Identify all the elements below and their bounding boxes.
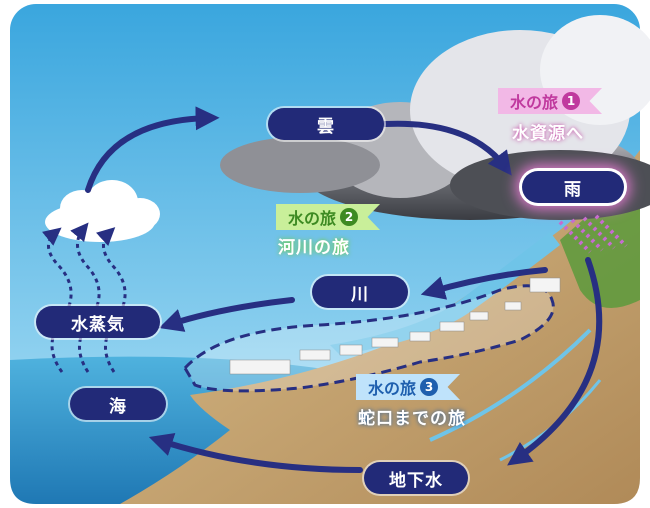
journey-2-label: 水の旅 [288, 209, 337, 228]
groundwater-node: 地下水 [364, 462, 468, 494]
journey-1-flag: 水の旅 1 [498, 88, 603, 114]
arrow-river-to-vapor [158, 297, 295, 332]
journey-3-label: 水の旅 [368, 379, 417, 398]
arrow-cloud-to-rain [382, 120, 512, 176]
town-buildings [229, 277, 561, 375]
arrow-rain-to-river [420, 267, 548, 300]
journey-3-subtitle: 蛇口までの旅 [358, 409, 466, 429]
rain-node: 雨 [522, 171, 624, 203]
rain-streaks [558, 214, 628, 254]
journey-1-label: 水の旅 [510, 93, 559, 112]
arrow-groundwater-to-sea [148, 433, 363, 473]
journey-2-subtitle: 河川の旅 [278, 238, 350, 258]
river-node: 川 [312, 276, 408, 308]
arrow-vapor-to-cloud [85, 106, 220, 193]
journey-3-number: 3 [420, 378, 439, 396]
journey-2-number: 2 [340, 208, 359, 226]
journey-2-flag: 水の旅 2 [276, 204, 381, 230]
evaporation-arrows [41, 222, 127, 373]
journey-1-subtitle: 水資源へ [512, 124, 584, 144]
land [120, 150, 640, 504]
underground-stream [429, 328, 592, 442]
cycle-arrows [85, 106, 603, 473]
vapor-node: 水蒸気 [36, 306, 160, 338]
sea-node: 海 [70, 388, 166, 420]
river-water [330, 232, 560, 355]
arrow-rain-to-groundwater [507, 257, 603, 466]
cloud-node: 雲 [268, 108, 384, 140]
small-cloud [45, 180, 160, 242]
journey-3-flag: 水の旅 3 [356, 374, 461, 400]
journey-1-number: 1 [562, 92, 581, 110]
